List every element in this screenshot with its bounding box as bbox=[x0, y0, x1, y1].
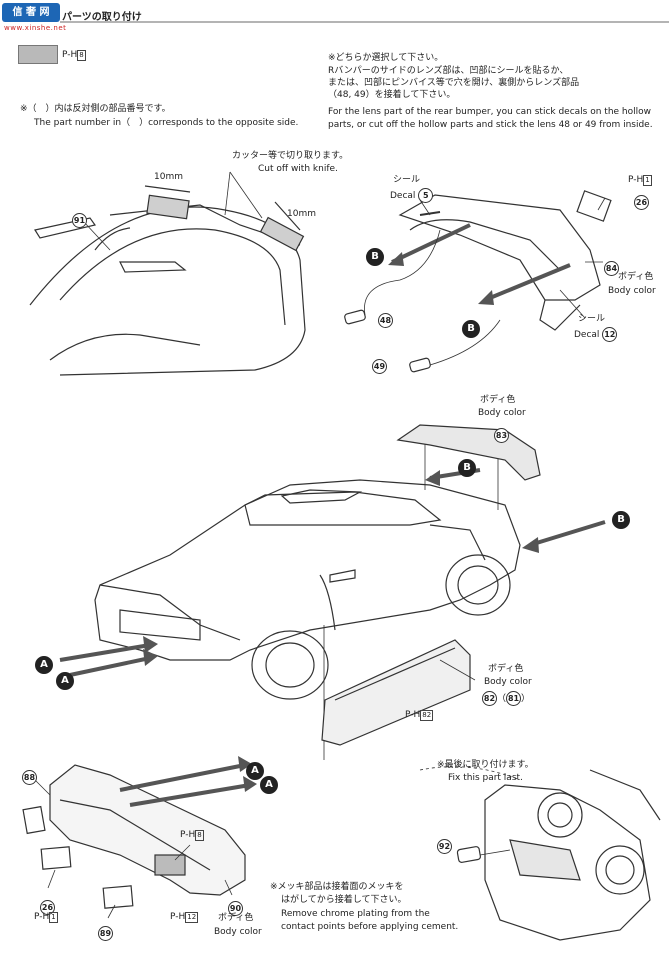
marker-a-1: A bbox=[35, 652, 53, 674]
part-48: 48 bbox=[378, 308, 393, 328]
dim-10mm-left: 10mm bbox=[154, 172, 183, 182]
note-choose-en-2: parts, or cut off the hollow parts and s… bbox=[328, 120, 653, 130]
marker-b-2: B bbox=[462, 316, 480, 338]
page-title: パーツの取り付け bbox=[62, 12, 142, 23]
part-49: 49 bbox=[372, 354, 387, 374]
part-82-81: 82（81） bbox=[482, 691, 530, 706]
part-26-front: 26 bbox=[40, 895, 55, 915]
part-92: 92 bbox=[437, 834, 452, 854]
note-chrome-en-1: Remove chrome plating from the bbox=[281, 909, 430, 919]
marker-a-3: A bbox=[246, 758, 264, 780]
marker-b-4: B bbox=[612, 507, 630, 529]
part-84: 84 bbox=[604, 256, 619, 276]
note-fix-jp: ※最後に取り付けます。 bbox=[437, 760, 534, 770]
note-choose-jp-2: Rバンパーのサイドのレンズ部は、凹部にシールを貼るか、 bbox=[328, 66, 569, 76]
site-logo: 信 奢 网 bbox=[2, 3, 60, 22]
body-color-84-jp: ボディ色 bbox=[618, 272, 654, 282]
note-cut-en: Cut off with knife. bbox=[258, 164, 338, 174]
paint-color-chip bbox=[18, 45, 58, 64]
note-fix-en: Fix this part last. bbox=[448, 773, 523, 783]
body-color-84-en: Body color bbox=[608, 286, 656, 296]
marker-b-1: B bbox=[366, 244, 384, 266]
marker-a-4: A bbox=[260, 772, 278, 794]
note-chrome-jp-1: ※メッキ部品は接着面のメッキを bbox=[270, 882, 404, 892]
seal-12-jp: シール bbox=[578, 314, 606, 324]
body-color-90-jp: ボディ色 bbox=[218, 913, 254, 923]
note-chrome-en-2: contact points before applying cement. bbox=[281, 922, 459, 932]
part-90: 90 bbox=[228, 896, 243, 916]
marker-b-3: B bbox=[458, 455, 476, 477]
part-89: 89 bbox=[98, 921, 113, 941]
note-choose-jp-3: または、凹部にピンバイス等で穴を開け、裏側からレンズ部品 bbox=[328, 78, 580, 88]
note-opposite-jp: ※（ ）内は反対側の部品番号です。 bbox=[20, 104, 171, 114]
body-color-90-en: Body color bbox=[214, 927, 262, 937]
part-91: 91 bbox=[72, 208, 87, 228]
dim-10mm-right: 10mm bbox=[287, 209, 316, 219]
decal-5-en: Decal 5 bbox=[390, 188, 434, 203]
seal-5-jp: シール bbox=[393, 175, 421, 185]
decal-12-en: Decal 12 bbox=[574, 327, 618, 342]
note-opposite-en: The part number in（ ）corresponds to the … bbox=[34, 118, 299, 128]
note-chrome-jp-2: はがしてから接着して下さい。 bbox=[281, 895, 407, 905]
body-color-83-jp: ボディ色 bbox=[480, 395, 516, 405]
body-color-82-en: Body color bbox=[484, 677, 532, 687]
body-color-82-jp: ボディ色 bbox=[488, 664, 524, 674]
marker-a-2: A bbox=[56, 668, 74, 690]
note-choose-en-1: For the lens part of the rear bumper, yo… bbox=[328, 107, 652, 117]
site-url: www.xinshe.net bbox=[4, 24, 67, 32]
note-choose-jp-4: （48, 49）を接着して下さい。 bbox=[328, 90, 456, 100]
part-26-rear: 26 bbox=[634, 190, 649, 210]
body-color-83-en: Body color bbox=[478, 408, 526, 418]
note-cut-jp: カッター等で切り取ります。 bbox=[232, 151, 349, 161]
note-choose-jp-1: ※どちらか選択して下さい。 bbox=[328, 53, 444, 63]
part-83: 83 bbox=[494, 423, 509, 443]
part-88: 88 bbox=[22, 765, 37, 785]
